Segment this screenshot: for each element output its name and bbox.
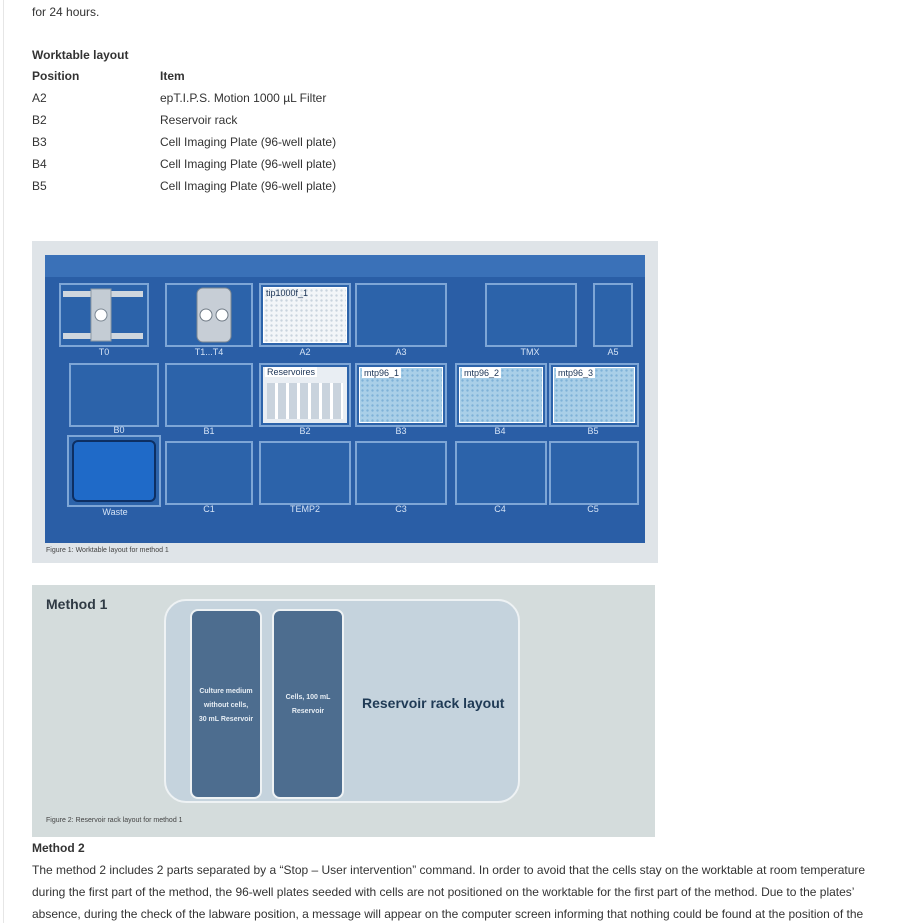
figure1-caption: Figure 1: Worktable layout for method 1 [46,547,169,554]
item-cell: Cell Imaging Plate (96-well plate) [160,179,337,193]
reservoir-rack: Reservoires [263,367,347,423]
reservoir-cells-label: Cells, 100 mL Reservoir [285,694,331,715]
item-cell: epT.I.P.S. Motion 1000 µL Filter [160,91,327,105]
label-a3: A3 [395,347,407,357]
plate-mtp96-1-label: mtp96_1 [362,368,402,378]
slot-c4 [455,441,547,505]
plate-mtp96-3-label: mtp96_3 [556,368,596,378]
plate-mtp96-3: mtp96_3 [553,367,635,423]
slot-b2: Reservoires [259,363,351,427]
slot-c3 [355,441,447,505]
label-c5: C5 [587,504,599,514]
slot-b0 [69,363,159,427]
label-c1: C1 [203,504,215,514]
label-b3: B3 [395,426,407,436]
label-t0: T0 [98,347,110,357]
slot-waste [67,435,161,507]
label-c3: C3 [395,504,407,514]
reservoir-culture-medium-label: Culture medium without cells, 30 mL Rese… [198,688,254,723]
position-cell: B2 [32,113,47,127]
label-b4: B4 [494,426,506,436]
reservoir-troughs [267,383,343,419]
label-b0: B0 [113,425,125,435]
slot-t0 [59,283,149,347]
plate-mtp96-1: mtp96_1 [359,367,443,423]
figure2-title: Method 1 [46,596,108,612]
label-b5: B5 [587,426,599,436]
figure-worktable-layout: T0 T1...T4 tip1000f_1 A2 A3 TMX A5 B0 B1 [32,241,658,563]
label-b2: B2 [299,426,311,436]
plate-mtp96-2: mtp96_2 [459,367,543,423]
slot-tmx [485,283,577,347]
col-item-header: Item [160,69,185,83]
position-cell: B5 [32,179,47,193]
label-a5: A5 [607,347,619,357]
item-cell: Cell Imaging Plate (96-well plate) [160,157,337,171]
figure-reservoir-rack-layout: Method 1 Culture medium without cells, 3… [32,585,655,837]
plate-mtp96-2-label: mtp96_2 [462,368,502,378]
slot-c1 [165,441,253,505]
label-tmx: TMX [520,347,540,357]
reservoir-rack-layout-label: Reservoir rack layout [362,695,505,711]
label-t1-t4: T1...T4 [194,347,224,357]
left-border [3,0,4,923]
label-c4: C4 [494,504,506,514]
method2-paragraph-line: absence, during the check of the labware… [32,907,864,921]
tube-holder-icon [196,287,232,343]
position-cell: A2 [32,91,47,105]
slot-b1 [165,363,253,427]
position-cell: B3 [32,135,47,149]
thermomixer-holder-icon [63,288,143,342]
slot-temp2 [259,441,351,505]
label-a2: A2 [299,347,311,357]
tip-rack-label: tip1000f_1 [266,288,309,298]
slot-b3: mtp96_1 [355,363,447,427]
intro-text: for 24 hours. [32,5,100,19]
slot-a5 [593,283,633,347]
waste-container [72,440,156,502]
worktable-panel: T0 T1...T4 tip1000f_1 A2 A3 TMX A5 B0 B1 [45,255,645,543]
slot-b4: mtp96_2 [455,363,547,427]
slot-a2: tip1000f_1 [259,283,351,347]
position-cell: B4 [32,157,47,171]
slot-c5 [549,441,639,505]
reservoir-rack: Culture medium without cells, 30 mL Rese… [164,599,520,803]
reservoir-cells: Cells, 100 mL Reservoir [272,609,344,799]
method2-paragraph-line: The method 2 includes 2 parts separated … [32,863,866,877]
item-cell: Reservoir rack [160,113,238,127]
worktable-heading: Worktable layout [32,48,129,62]
slot-a3 [355,283,447,347]
label-temp2: TEMP2 [289,504,320,514]
figure2-caption: Figure 2: Reservoir rack layout for meth… [46,817,183,824]
item-cell: Cell Imaging Plate (96-well plate) [160,135,337,149]
label-b1: B1 [203,426,215,436]
method2-paragraph-line: during the first part of the method, the… [32,885,855,899]
reservoir-culture-medium: Culture medium without cells, 30 mL Rese… [190,609,262,799]
tip-rack: tip1000f_1 [263,287,347,343]
reservoir-rack-label: Reservoires [265,367,318,377]
label-waste: Waste [102,507,128,517]
slot-b5: mtp96_3 [549,363,639,427]
method2-heading: Method 2 [32,841,85,855]
slot-t1-t4 [165,283,253,347]
col-position-header: Position [32,69,80,83]
worktable-top-strip [45,255,645,277]
